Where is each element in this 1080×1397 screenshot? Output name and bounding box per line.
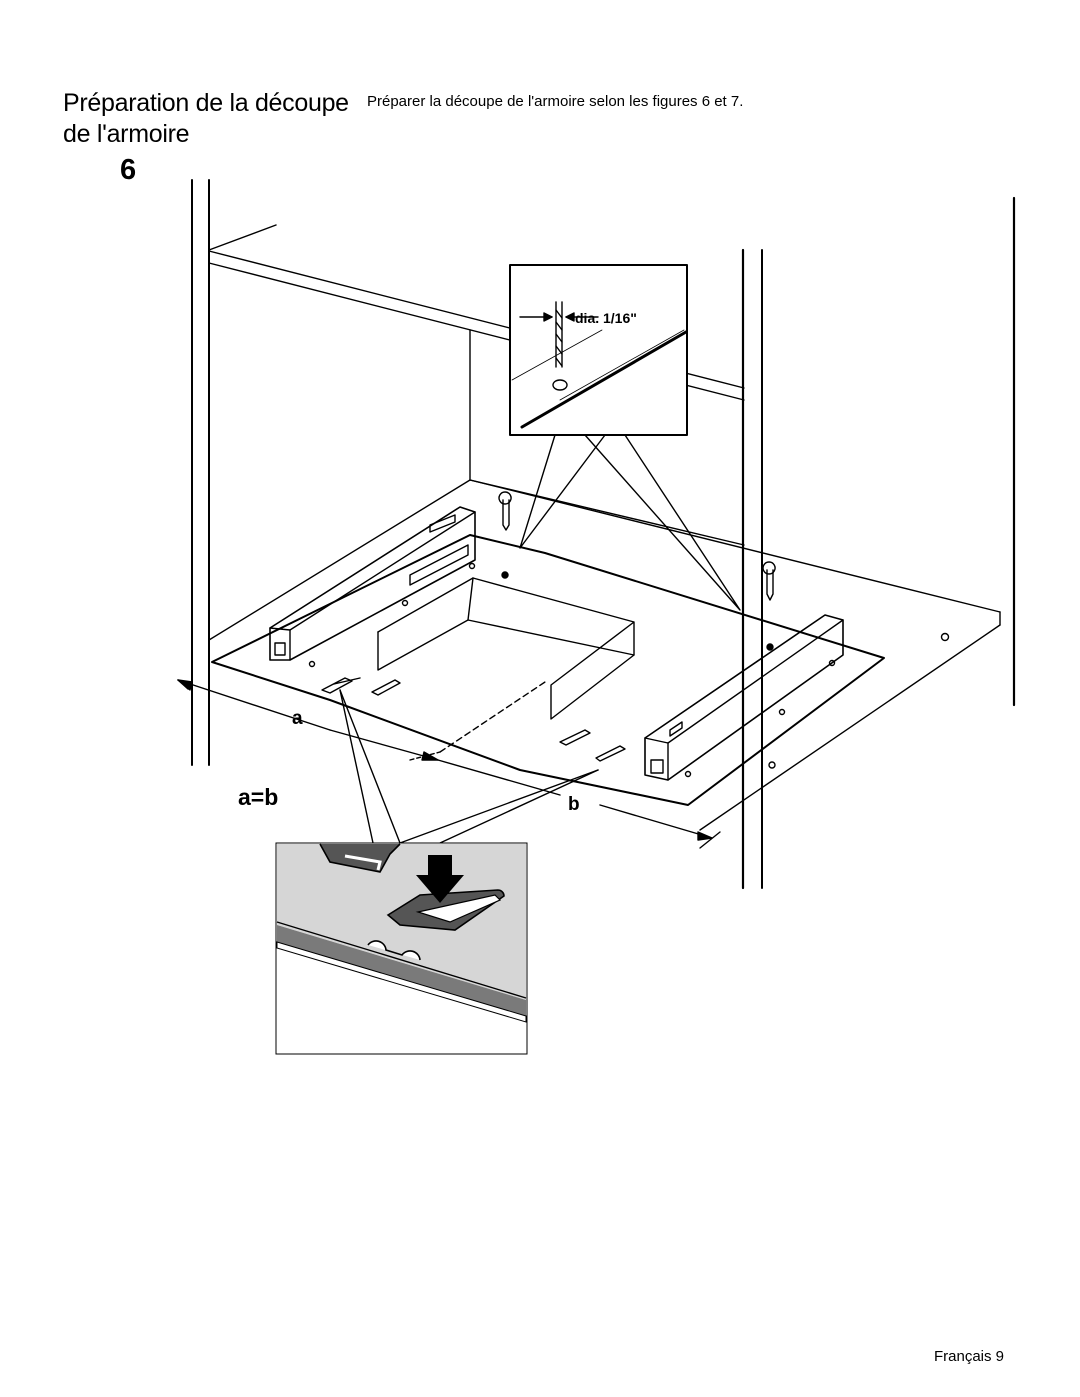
dimension-b-label: b <box>568 794 580 815</box>
section-title: Préparation de la découpe de l'armoire <box>63 89 349 148</box>
equation-label: a=b <box>238 784 278 810</box>
page-footer: Français 9 <box>934 1348 1005 1365</box>
dimension-a-label: a <box>292 708 303 729</box>
intro-text: Préparer la découpe de l'armoire selon l… <box>367 93 744 110</box>
drill-diameter-label: dia. 1/16" <box>575 310 637 326</box>
figure-number: 6 <box>120 154 137 186</box>
